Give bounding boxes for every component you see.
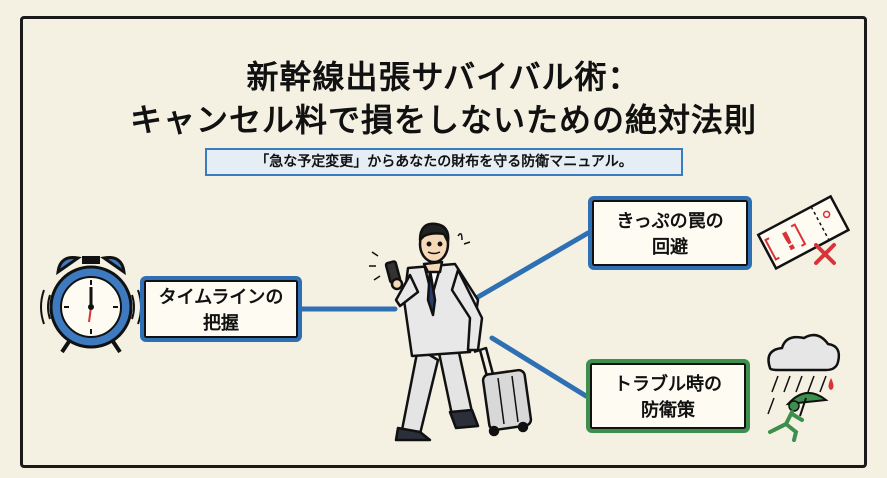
node-ticket-line2: 回避 <box>652 237 688 258</box>
businessman-with-suitcase-icon <box>369 222 533 442</box>
connector-trouble <box>489 335 589 399</box>
title-line-1: 新幹線出張サバイバル術： <box>246 58 641 96</box>
node-trouble-line1: トラブル時の <box>614 374 722 395</box>
alarm-clock-icon <box>40 256 142 354</box>
node-ticket: きっぷの罠の 回避 <box>588 196 752 270</box>
node-timeline-line2: 把握 <box>203 313 239 334</box>
node-trouble-line2: 防衛策 <box>641 400 695 421</box>
node-ticket-line1: きっぷの罠の <box>616 211 724 232</box>
title-line-2: キャンセル料で損をしないための絶対法則 <box>129 101 757 139</box>
connector-lines <box>299 230 591 399</box>
connector-ticket <box>475 230 591 300</box>
node-timeline-line1: タイムラインの <box>158 287 284 308</box>
ticket-warning-icon: ! <box>756 194 851 271</box>
rain-cloud-umbrella-icon <box>767 333 841 442</box>
node-trouble: トラブル時の 防衛策 <box>586 359 750 433</box>
node-timeline: タイムラインの 把握 <box>140 276 302 342</box>
subtitle-banner: 「急な予定変更」からあなたの財布を守る防衛マニュアル。 <box>205 148 683 176</box>
